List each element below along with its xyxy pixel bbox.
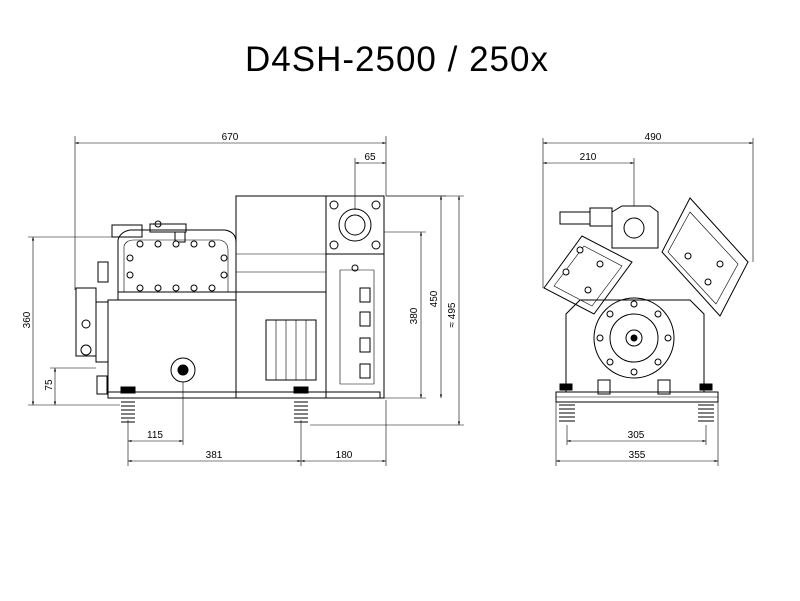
- dim-670: 670: [222, 132, 239, 143]
- dim-380: 380: [409, 307, 420, 324]
- side-dimensions: 670 65 360 75 380 450 ≈ 495 115: [22, 132, 464, 466]
- front-view: [543, 197, 749, 422]
- dim-381: 381: [206, 450, 223, 461]
- dim-210: 210: [580, 152, 597, 163]
- vibration-feet-side: [120, 386, 309, 423]
- dim-65: 65: [364, 152, 376, 163]
- dim-305: 305: [628, 430, 645, 441]
- side-view: [75, 195, 385, 423]
- dim-355: 355: [629, 450, 646, 461]
- front-dimensions: 490 210 305 355: [542, 132, 754, 466]
- dim-495: ≈ 495: [447, 302, 458, 327]
- dim-360: 360: [22, 311, 33, 328]
- vibration-feet-front: [559, 383, 714, 422]
- head-bolts: [126, 240, 228, 292]
- dim-180: 180: [336, 450, 353, 461]
- dim-75: 75: [44, 379, 55, 391]
- dim-115: 115: [147, 430, 163, 441]
- drawing-title: D4SH-2500 / 250x: [245, 40, 549, 79]
- dim-490: 490: [645, 132, 662, 143]
- dim-450: 450: [429, 290, 440, 307]
